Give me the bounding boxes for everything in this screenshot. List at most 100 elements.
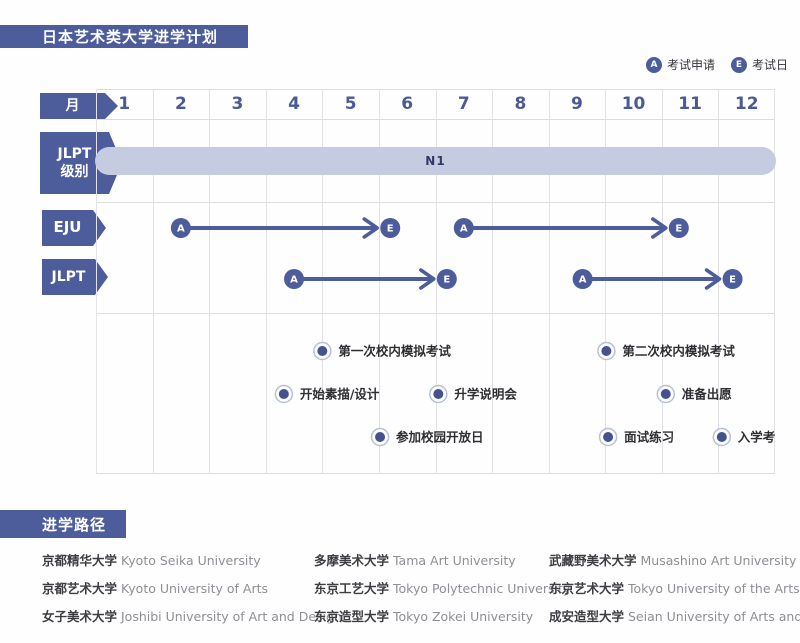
university-name-en: Tokyo Polytechnic University — [389, 581, 571, 596]
university-name-zh: 武藏野美术大学 — [549, 553, 637, 568]
milestone-label: 准备出愿 — [682, 387, 733, 402]
university-item: 京都精华大学 Kyoto Seika University — [42, 550, 342, 568]
milestone-label: 参加校园开放日 — [396, 430, 484, 445]
month-label: 5 — [344, 94, 357, 114]
month-label: 6 — [401, 94, 414, 114]
legend-label: 考试日 — [751, 58, 788, 72]
row-label-jlpt: JLPT — [42, 259, 108, 295]
university-name-zh: 成安造型大学 — [549, 609, 625, 624]
legend-item-exam-day: E 考试日 — [730, 56, 788, 73]
university-item: 武藏野美术大学 Musashino Art University — [549, 550, 800, 568]
university-name-en: Tama Art University — [389, 553, 516, 568]
marker-e-icon — [436, 269, 457, 289]
university-name-en: Tokyo University of the Arts — [624, 581, 800, 596]
university-item: 京都艺术大学 Kyoto University of Arts — [42, 578, 342, 596]
arrowhead-icon — [704, 268, 722, 290]
month-label: 9 — [571, 94, 583, 114]
month-label: 2 — [174, 94, 187, 114]
path-section-title: 进学路径 — [0, 510, 126, 538]
marker-e-icon — [380, 218, 401, 238]
grid-line — [549, 89, 550, 474]
row-label-month: 月 — [40, 93, 118, 119]
grid-line — [436, 89, 437, 474]
university-item: 多摩美术大学 Tama Art University — [314, 550, 570, 568]
university-item: 东京工艺大学 Tokyo Polytechnic University — [314, 578, 571, 596]
university-name-zh: 京都精华大学 — [42, 553, 118, 568]
milestone-label: 开始素描/设计 — [300, 387, 380, 402]
marker-e-icon: E — [730, 56, 747, 73]
marker-a-icon — [170, 218, 191, 238]
marker-a-icon — [572, 269, 593, 289]
month-label: 3 — [231, 94, 244, 114]
month-label: 7 — [457, 94, 470, 114]
university-name-zh: 东京工艺大学 — [314, 581, 390, 596]
milestone-dot — [601, 346, 612, 356]
grid-line — [605, 89, 606, 474]
university-item: 女子美术大学 Joshibi University of Art and Des… — [42, 606, 342, 624]
marker-letter: E — [443, 275, 450, 286]
row-label-jlpt-level: JLPT 级别 — [40, 132, 122, 194]
month-label: 1 — [118, 94, 131, 114]
university-name-zh: 多摩美术大学 — [314, 553, 390, 568]
marker-letter: A — [177, 224, 185, 235]
row-label-eju: EJU — [42, 210, 106, 246]
university-item: 东京造型大学 Tokyo Zokei University — [314, 606, 570, 624]
arrowhead-icon — [419, 268, 436, 290]
university-column: 武藏野美术大学 Musashino Art University 东京艺术大学 T… — [549, 550, 800, 634]
marker-a-icon — [453, 218, 474, 238]
jlpt-level-bar: N1 — [95, 147, 776, 175]
milestone-dot — [278, 389, 289, 399]
marker-a-icon: A — [645, 56, 662, 73]
university-name-zh: 女子美术大学 — [42, 609, 118, 624]
milestone-dot — [660, 389, 671, 399]
grid-line — [96, 119, 775, 120]
milestone-dot — [433, 389, 444, 399]
grid-line — [153, 89, 154, 474]
milestone-dot — [317, 346, 328, 356]
milestone-label: 面试练习 — [624, 430, 674, 445]
marker-a-icon — [284, 269, 305, 289]
university-item: 东京艺术大学 Tokyo University of the Arts — [549, 578, 800, 596]
marker-e-icon — [722, 269, 743, 289]
marker-letter: E — [387, 224, 394, 235]
grid-line — [379, 89, 380, 474]
grid-line — [96, 313, 775, 314]
marker-letter: E — [729, 275, 736, 286]
month-label: 10 — [621, 94, 646, 114]
month-label: 4 — [288, 94, 300, 114]
page-title: 日本艺术类大学进学计划 — [0, 25, 248, 48]
marker-letter: A — [290, 275, 298, 286]
university-name-en: Joshibi University of Art and Design — [117, 609, 342, 624]
grid-line — [96, 89, 97, 474]
month-label: 12 — [734, 94, 759, 114]
marker-letter: A — [579, 275, 587, 286]
marker-letter: A — [460, 224, 468, 235]
grid-line — [774, 89, 775, 474]
milestone-label: 第二次校内模拟考试 — [622, 344, 735, 359]
milestone-label: 第一次校内模拟考试 — [338, 344, 451, 359]
university-name-en: Musashino Art University — [636, 553, 797, 568]
university-name-en: Tokyo Zokei University — [389, 609, 534, 624]
university-name-en: Seian University of Arts and Design — [627, 609, 800, 624]
milestone-label: 升学说明会 — [454, 387, 517, 402]
arrowhead-icon — [362, 217, 379, 239]
university-name-en: Kyoto University of Arts — [117, 581, 268, 596]
legend-label: 考试申请 — [666, 58, 715, 72]
arrowhead-icon — [651, 217, 668, 239]
grid-line — [492, 89, 493, 474]
milestone-dot — [375, 432, 386, 442]
grid-line — [209, 89, 210, 474]
row-label-jlpt-level-line1: JLPT — [57, 145, 92, 162]
row-label-jlpt-level-line2: 级别 — [60, 164, 89, 180]
grid-line — [322, 89, 323, 474]
marker-letter: E — [675, 224, 682, 235]
university-name-en: Kyoto Seika University — [117, 553, 261, 568]
month-label: 8 — [514, 94, 527, 114]
milestone-dot — [716, 432, 727, 442]
milestone-dot — [603, 432, 614, 442]
university-name-zh: 京都艺术大学 — [42, 581, 118, 596]
university-name-zh: 东京艺术大学 — [549, 581, 625, 596]
